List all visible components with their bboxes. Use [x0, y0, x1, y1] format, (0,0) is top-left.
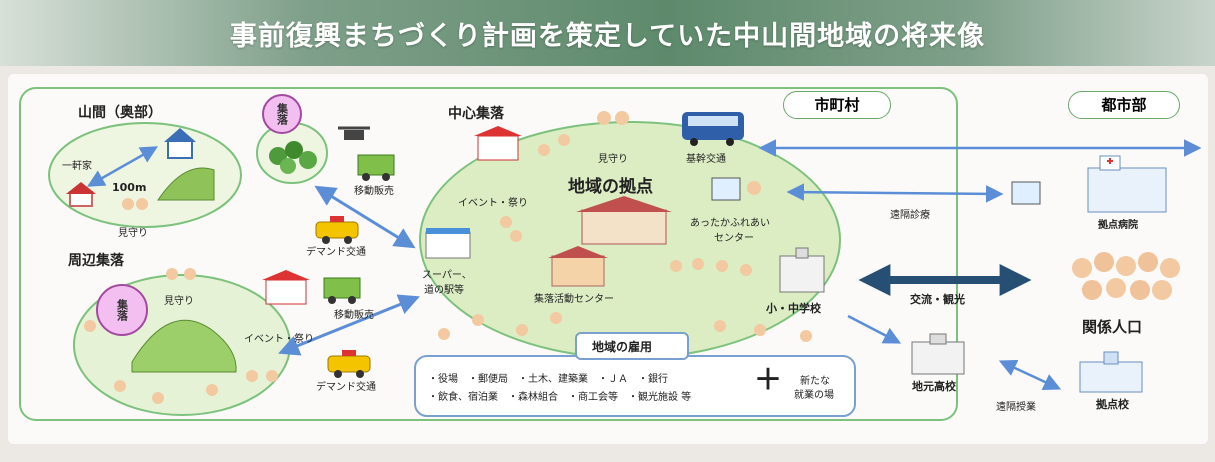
telemedicine-computer-icon [1011, 181, 1041, 205]
computer-icon [711, 177, 741, 201]
taxi-icon [327, 350, 371, 378]
employment-box [414, 355, 856, 417]
telemedicine-label: 遠隔診療 [890, 210, 930, 221]
urban-area-label: 都市部 [1068, 91, 1180, 119]
mobile-sales-truck-icon [323, 277, 361, 304]
employment-line-1: ・役場 ・郵便局 ・土木、建築業 ・ＪＡ ・銀行 [428, 374, 668, 385]
community-center-label: 集落活動センター [534, 294, 614, 305]
single-house-label: 一軒家 [62, 161, 92, 172]
event-label: イベント・祭り [244, 334, 314, 345]
terraced-field-icon [157, 167, 215, 201]
employment-heading: 地域の雇用 [592, 340, 653, 354]
school-label: 小・中学校 [766, 302, 821, 315]
regional-hub-label: 地域の拠点 [568, 177, 653, 197]
page-title: 事前復興まちづくり計画を策定していた中山間地域の将来像 [229, 20, 986, 52]
watch-label: 見守り [164, 296, 194, 307]
welfare-center-label-2: センター [714, 233, 754, 244]
arrow-remote-class [998, 359, 1062, 391]
municipality-label: 市町村 [783, 91, 891, 119]
employment-heading-box [575, 332, 689, 360]
bus-icon [682, 112, 744, 146]
supermarket-label-1: スーパー、 [422, 270, 472, 281]
watch-label: 見守り [598, 154, 628, 165]
plus-sign: ＋ [754, 363, 783, 396]
title-banner: 事前復興まちづくり計画を策定していた中山間地域の将来像 [0, 0, 1215, 66]
settlement-tag: 集落 [262, 94, 302, 134]
municipality-boundary [19, 87, 958, 421]
taxi-icon [315, 216, 359, 244]
house-icon [66, 182, 96, 207]
hospital-label: 拠点病院 [1098, 220, 1138, 231]
settlement-tag: 集落 [96, 284, 148, 336]
people-icon [438, 312, 812, 342]
high-school-icon [911, 333, 965, 375]
arrow-school-highschool [847, 314, 902, 344]
mobile-sales-label: 移動販売 [334, 310, 374, 321]
arrow-telemedicine [786, 183, 1004, 203]
demand-transport-label: デマンド交通 [316, 382, 376, 393]
exchange-label: 交流・観光 [910, 293, 965, 306]
house-icon [164, 128, 196, 159]
arrow-house-distance [86, 146, 159, 187]
activity-center-icon [548, 246, 608, 287]
people-icon [500, 111, 761, 276]
festival-stall-icon [262, 270, 310, 305]
employment-line-2: ・飲食、宿泊業 ・森林組合 ・商工会等 ・観光施設 等 [428, 392, 692, 403]
supermarket-label-2: 道の駅等 [424, 285, 464, 296]
arrow-mountain-center [314, 185, 416, 249]
local-high-school-label: 地元高校 [912, 380, 956, 393]
drone-icon [338, 126, 370, 140]
mobile-sales-truck-icon [357, 154, 395, 181]
remote-class-label: 遠隔授業 [996, 402, 1036, 413]
arrow-surrounding-center [278, 294, 420, 356]
village-hills-icon [131, 319, 237, 373]
crowd-icon [1072, 252, 1180, 300]
mobile-sales-label: 移動販売 [354, 186, 394, 197]
hub-school-label: 拠点校 [1096, 398, 1129, 411]
welfare-center-label-1: あったかふれあい [690, 218, 770, 229]
trunk-transport-label: 基幹交通 [686, 154, 726, 165]
forest-icon [269, 141, 317, 174]
festival-stall-icon [474, 126, 522, 161]
community-hub-building-icon [576, 196, 672, 245]
people-icon [84, 198, 278, 404]
demand-transport-label: デマンド交通 [306, 247, 366, 258]
hospital-icon [1087, 155, 1167, 213]
surrounding-heading: 周辺集落 [68, 253, 124, 269]
distance-label: 100m [112, 181, 147, 194]
new-work-label-1: 新たな [800, 376, 830, 387]
new-work-label-2: 就業の場 [794, 390, 834, 401]
event-label: イベント・祭り [458, 198, 528, 209]
related-population-label: 関係人口 [1082, 318, 1143, 336]
hub-school-icon [1079, 351, 1143, 393]
center-heading: 中心集落 [448, 106, 504, 122]
supermarket-icon [425, 228, 471, 259]
school-icon [779, 247, 825, 293]
mountain-heading: 山間（奥部） [78, 105, 162, 121]
watch-label: 見守り [118, 228, 148, 239]
